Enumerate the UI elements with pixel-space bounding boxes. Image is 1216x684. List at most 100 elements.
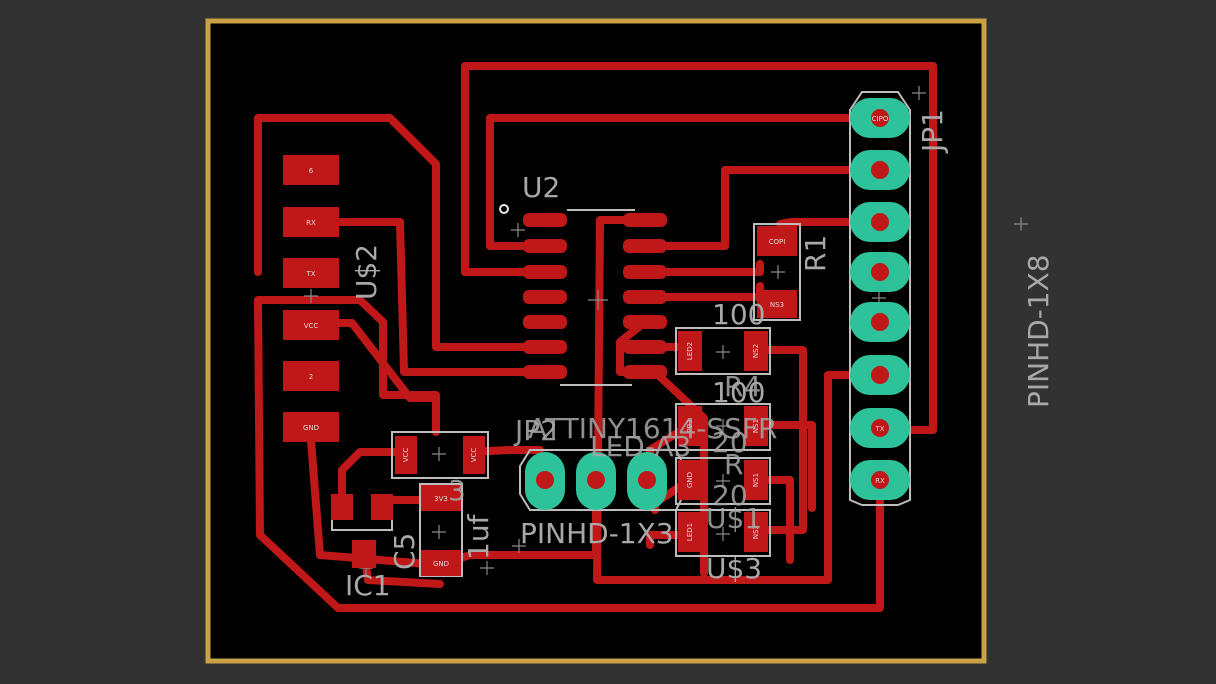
jp1-pad-label: TX xyxy=(874,425,884,433)
led-label: LED-A3 xyxy=(590,430,691,463)
ic1-outline xyxy=(331,520,393,531)
us2-pad-label: GND xyxy=(303,424,319,432)
trace xyxy=(306,424,444,569)
jp1-drill xyxy=(871,161,889,179)
r1-pads: COPI NS3 xyxy=(757,226,797,318)
u2-pad xyxy=(523,239,567,253)
ref-label: 3 xyxy=(448,474,466,507)
u2-pad xyxy=(623,213,667,227)
resistor-pads: LED2 NS2 PB3 NS1 GND NS1 LED1 NS2 xyxy=(678,331,768,552)
us2-pad xyxy=(283,412,339,442)
r4-label: R4 xyxy=(724,370,761,403)
origin-cross xyxy=(432,525,446,539)
origin-cross xyxy=(480,561,494,575)
reg-pad xyxy=(463,436,485,474)
origin-cross xyxy=(716,419,730,433)
resistor-value-label: 20 xyxy=(712,426,748,459)
trace xyxy=(306,218,557,376)
r-mid-outline xyxy=(675,403,771,451)
ic1-pad xyxy=(371,494,393,520)
u2-pad xyxy=(623,340,667,354)
r-lower-outline xyxy=(675,457,771,505)
u2-pad xyxy=(623,239,667,253)
trace xyxy=(593,216,884,584)
resistor-pad xyxy=(678,406,702,446)
origin-cross xyxy=(716,345,730,359)
jp1-drill xyxy=(871,213,889,231)
u2-pad xyxy=(623,365,667,379)
u2-pad xyxy=(523,265,567,279)
ic1-label: IC1 xyxy=(345,569,391,602)
jp1-drill xyxy=(871,313,889,331)
c5-pad-label: GND xyxy=(433,560,449,568)
regulator-pads: VCC VCC xyxy=(395,436,485,474)
us2-pad xyxy=(283,155,339,185)
origin-cross xyxy=(1014,217,1028,231)
origin-cross xyxy=(716,474,730,488)
trace xyxy=(758,346,807,534)
jp1-drill xyxy=(871,263,889,281)
c5-pad xyxy=(421,485,461,511)
trace xyxy=(766,476,794,564)
r1-pad xyxy=(757,226,797,256)
u2-pad xyxy=(623,315,667,329)
silkscreen-labels: U2 ATTINY1614-SSFR U$2 R1 JP1 PINHD-1X8 … xyxy=(345,109,1055,602)
r-top-outline xyxy=(675,327,771,375)
pin1-marker xyxy=(499,204,509,214)
trace xyxy=(641,166,884,250)
u2-pad xyxy=(523,213,567,227)
u2-pad xyxy=(523,340,567,354)
resistor-pad-label: NS1 xyxy=(752,419,760,433)
resistor-value-label: 100 xyxy=(712,376,765,409)
us2-pad-label: 2 xyxy=(309,373,313,381)
jp1-label: JP1 xyxy=(916,109,949,154)
origin-cross xyxy=(511,223,525,237)
resistor-pad xyxy=(744,512,768,552)
trace xyxy=(758,421,816,512)
reg-pad-label: VCC xyxy=(402,448,410,463)
resistor-pad-label: GND xyxy=(686,472,694,488)
r1-pad xyxy=(757,290,797,318)
origin-cross xyxy=(771,265,785,279)
jp1-outline xyxy=(849,91,911,506)
trace xyxy=(338,448,407,509)
trace xyxy=(256,296,440,399)
resistor-pad-label: LED1 xyxy=(686,523,694,541)
jp2-drill xyxy=(587,471,605,489)
u2-pad xyxy=(523,290,567,304)
r1-pad-label: COPI xyxy=(769,238,786,246)
c5-label: C5 xyxy=(388,533,421,570)
origin-cross xyxy=(432,447,446,461)
origin-cross xyxy=(912,86,926,100)
us2-pad xyxy=(283,258,339,288)
resistor-pad xyxy=(744,331,768,371)
resistor-pad-label: LED2 xyxy=(686,342,694,360)
us2-pad-label: 6 xyxy=(309,167,314,175)
u2-pad xyxy=(523,365,567,379)
us2-pad-label: TX xyxy=(305,270,315,278)
ic1-pad xyxy=(352,540,376,568)
resistor-pad xyxy=(744,406,768,446)
trace xyxy=(254,114,557,351)
r-bottom-outline xyxy=(675,509,771,557)
ref-label: 20 xyxy=(712,479,748,512)
us2-pad xyxy=(283,310,339,340)
trace xyxy=(641,260,764,276)
resistor-pad xyxy=(678,331,702,371)
us2-label: U$2 xyxy=(350,244,383,300)
us2-pad-label: RX xyxy=(306,219,316,227)
us2-pad xyxy=(283,361,339,391)
jp1-value-label: PINHD-1X8 xyxy=(1022,254,1055,408)
u2-label: U2 xyxy=(522,171,560,204)
jp1-pad-label: RX xyxy=(875,477,885,485)
ic1-pads xyxy=(331,494,393,568)
resistor-pad-label: NS2 xyxy=(752,525,760,539)
trace xyxy=(486,114,884,250)
resistor-pad-label: PB3 xyxy=(686,419,694,432)
reg-pad xyxy=(395,436,417,474)
resistor-pad-label: NS1 xyxy=(752,473,760,487)
c5-pads: 3V3 GND xyxy=(421,485,461,576)
ic1-pad xyxy=(331,494,353,520)
trace xyxy=(461,62,937,434)
origin-cross xyxy=(304,289,318,303)
